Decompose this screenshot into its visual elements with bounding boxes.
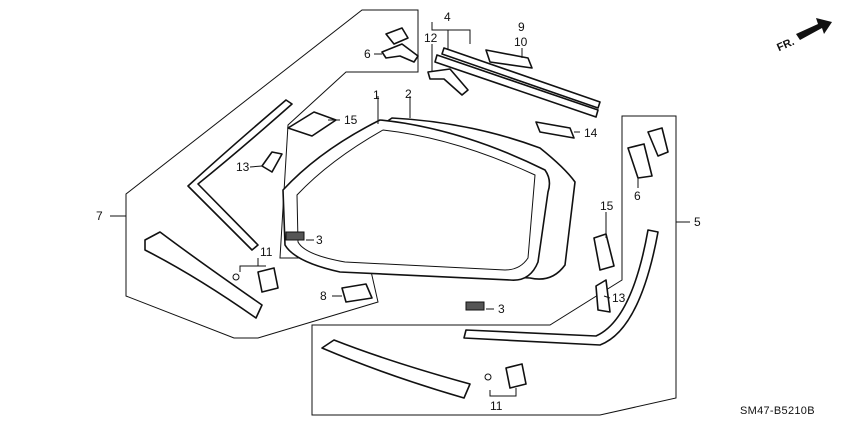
callout-13-left: 13 (236, 160, 250, 174)
callout-6-right: 6 (634, 189, 641, 203)
bracket-6-right (647, 127, 669, 157)
bracket-9-10 (485, 49, 533, 69)
callout-13-right: 13 (612, 291, 626, 305)
right-side-molding (463, 229, 659, 346)
part-8 (341, 283, 373, 303)
callout-2: 2 (405, 87, 412, 101)
callout-12: 12 (424, 31, 438, 45)
left-lower-molding (144, 231, 263, 319)
front-direction-label: FR. (775, 36, 796, 54)
leader-lines (110, 22, 690, 397)
left-side-molding (187, 99, 293, 251)
bracket-6-lower (381, 43, 419, 63)
front-direction-arrow (796, 18, 832, 40)
screw-11-left (232, 273, 240, 281)
clip-12 (427, 68, 469, 96)
clip-3-right (465, 301, 485, 311)
bracket-14 (535, 121, 575, 139)
callout-11-left: 11 (260, 245, 273, 259)
upper-molding-rear (441, 47, 601, 109)
callout-10: 10 (514, 35, 528, 49)
bracket-15-left (287, 111, 337, 137)
windshield-glass (282, 119, 551, 281)
callout-4: 4 (444, 10, 451, 24)
callout-7: 7 (96, 209, 103, 223)
callout-15-left: 15 (344, 113, 358, 127)
upper-molding-front (434, 54, 599, 118)
callout-5: 5 (694, 215, 701, 229)
callout-15-right: 15 (600, 199, 614, 213)
screw-11-right (484, 373, 492, 381)
bracket-6-right-lower (627, 143, 653, 179)
bracket-15-right (593, 233, 615, 271)
windshield-inner-edge (296, 129, 536, 271)
callout-3-left: 3 (316, 233, 323, 247)
callout-9: 9 (518, 20, 525, 34)
bracket-13-left (261, 151, 283, 173)
callout-11-right: 11 (490, 399, 503, 413)
bracket-13-right (595, 279, 611, 313)
clip-3-left (285, 231, 305, 241)
right-lower-molding (321, 339, 471, 399)
clip-11-right (505, 363, 527, 389)
callout-3-right: 3 (498, 302, 505, 316)
clip-11-left (257, 267, 279, 293)
callout-8: 8 (320, 289, 327, 303)
bracket-6-top (385, 27, 409, 45)
callout-6-top: 6 (364, 47, 371, 61)
drawing-code: SM47-B5210B (740, 405, 815, 417)
group-7-outline (125, 9, 419, 339)
callout-14: 14 (584, 126, 598, 140)
callout-1: 1 (373, 88, 380, 102)
